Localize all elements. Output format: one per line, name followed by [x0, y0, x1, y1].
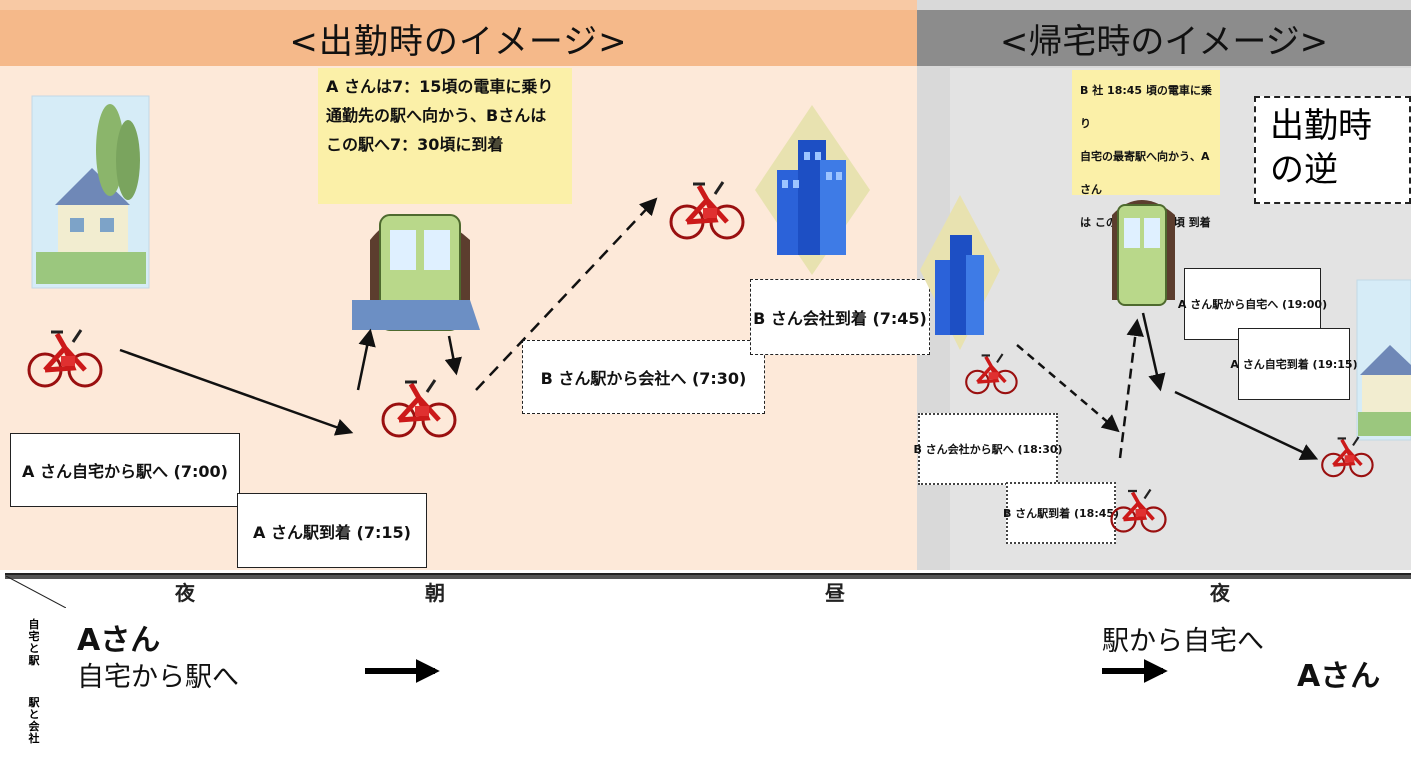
- scene-illustrations: [0, 95, 1411, 534]
- arrow-icon: [119, 197, 1319, 460]
- timeline: 夜 朝 昼 夜 自宅と駅 駅と会社 Aさん 自宅から駅へ 駅から自宅へ Aさん …: [4, 573, 1411, 779]
- label-b-station-to-office: B さん駅から会社へ (7:30): [522, 340, 765, 414]
- commute-note-line: A さんは7：15頃の電車に乗り: [326, 77, 554, 96]
- commute-note: A さんは7：15頃の電車に乗り 通勤先の駅へ向かう、Bさんは この駅へ7：30…: [318, 68, 572, 204]
- row2-station-to-office: 駅から会社へ: [457, 710, 619, 741]
- label-a-arrive-home: A さん自宅到着 (19:15): [1230, 328, 1358, 400]
- office-building-icon: [920, 195, 1000, 350]
- row2-office-to-station: 会社から駅へ: [740, 742, 902, 773]
- label-b-office-to-station: B さん会社から駅へ (18:30): [913, 413, 1063, 485]
- row1-home-to-station: 自宅から駅へ: [77, 662, 239, 693]
- row-label-station-office: 駅と会社: [28, 696, 40, 745]
- house-icon: [1356, 279, 1411, 441]
- train-icon: [1112, 200, 1175, 306]
- evening-title: <帰宅時のイメージ>: [917, 10, 1411, 66]
- reverse-note-line: 出勤時: [1270, 106, 1372, 146]
- return-note-line: 自宅の最寄駅へ向かう、Aさん: [1080, 150, 1210, 196]
- bicycle-icon: [1109, 487, 1168, 534]
- bicycle-icon: [383, 380, 455, 436]
- top-strip: [0, 0, 917, 10]
- timeline-grid: [4, 575, 1411, 608]
- label-a-arrive-station: A さん駅到着 (7:15): [237, 493, 427, 568]
- row1-person-a: Aさん: [77, 623, 161, 658]
- house-icon: [31, 95, 150, 289]
- label-a-home-to-station: A さん自宅から駅へ (7:00): [10, 433, 240, 507]
- bicycle-icon: [29, 330, 101, 386]
- label-b-arrive-station: B さん駅到着 (18:45): [1003, 482, 1119, 544]
- bicycle-icon: [671, 182, 743, 238]
- bicycle-icon: [964, 352, 1019, 395]
- reverse-note: 出勤時 の逆: [1254, 96, 1411, 204]
- bicycle-icon: [1320, 435, 1375, 478]
- commute-note-line: この駅へ7：30頃に到着: [326, 135, 504, 154]
- row2-person-b: Bさん: [930, 703, 1013, 738]
- return-note-line: B 社 18:45 頃の電車に乗り: [1080, 84, 1212, 130]
- commute-note-line: 通勤先の駅へ向かう、Bさんは: [326, 106, 547, 125]
- label-b-arrive-office: B さん会社到着 (7:45): [750, 279, 930, 355]
- period-day: 昼: [825, 581, 845, 605]
- office-building-icon: [755, 105, 870, 275]
- period-morning: 朝: [425, 581, 445, 605]
- train-icon: [352, 214, 480, 331]
- morning-title: <出勤時のイメージ>: [0, 10, 917, 66]
- period-night: 夜: [1210, 581, 1230, 605]
- corner-cell: [4, 575, 67, 608]
- reverse-note-line: の逆: [1270, 150, 1338, 190]
- row-label-home-station: 自宅と駅: [28, 618, 40, 667]
- timeline-arrows: [365, 659, 1168, 757]
- row1-station-to-home: 駅から自宅へ: [1102, 626, 1264, 657]
- period-night: 夜: [175, 581, 195, 605]
- row1-person-a-right: Aさん: [1297, 659, 1381, 694]
